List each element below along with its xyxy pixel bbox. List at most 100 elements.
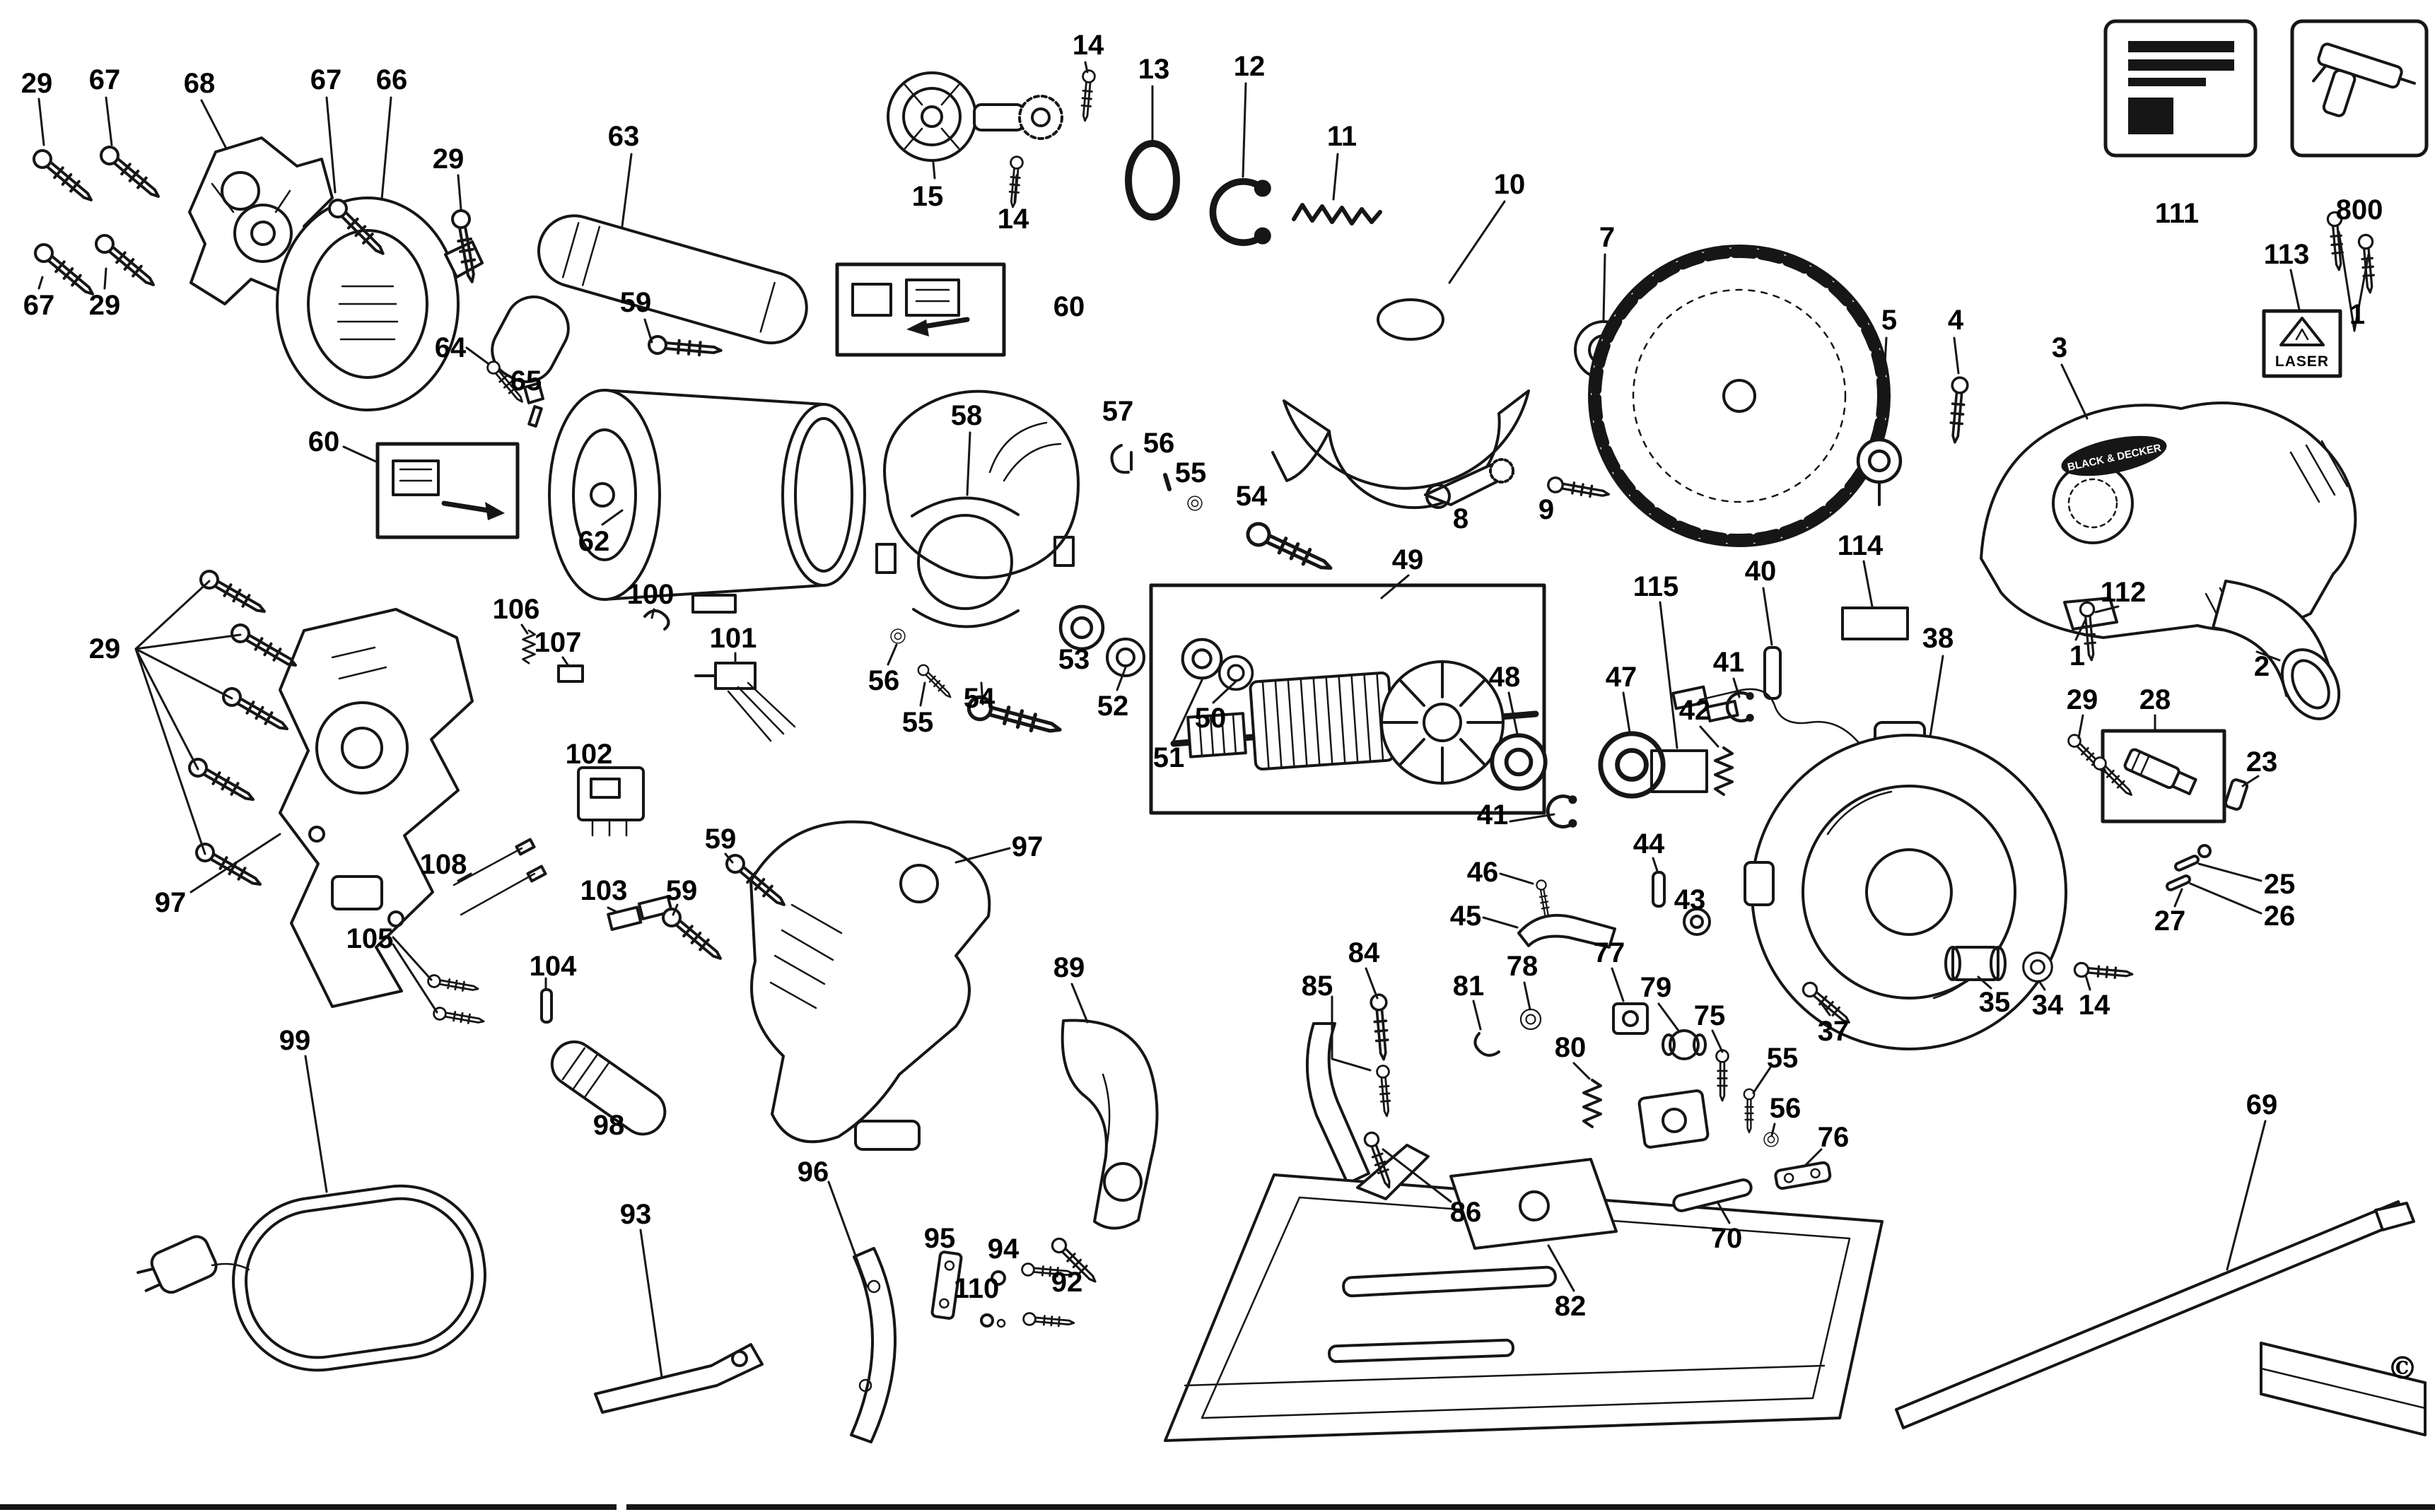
part-number-label-65: 65 <box>510 365 542 397</box>
guard-cover-illustration <box>276 197 484 411</box>
part-number-label-41: 41 <box>1476 799 1509 831</box>
handle-tube-illustration <box>491 214 808 384</box>
part-number-label-55: 55 <box>1766 1043 1799 1074</box>
part-number-label-60: 60 <box>1053 291 1085 322</box>
part-number-label-26: 26 <box>2263 901 2296 932</box>
part-number-label-7: 7 <box>1599 222 1616 253</box>
bottom-rule-right <box>626 1504 2435 1510</box>
part-number-label-102: 102 <box>565 739 613 770</box>
gear-assembly-illustration <box>887 71 1063 162</box>
inset-box-111 <box>2103 19 2258 158</box>
part-number-label-43: 43 <box>1674 884 1706 915</box>
left-clamshell-illustration <box>279 608 474 1008</box>
part-number-label-92: 92 <box>1051 1267 1083 1298</box>
part-number-label-67: 67 <box>23 290 55 321</box>
part-number-label-97: 97 <box>1011 831 1044 862</box>
part-number-label-4: 4 <box>1947 305 1964 336</box>
part-number-label-38: 38 <box>1922 623 1954 654</box>
part-number-label-59: 59 <box>619 287 652 318</box>
part-number-label-47: 47 <box>1605 662 1637 693</box>
rear-bearing-illustration <box>1601 734 1663 796</box>
wrench-illustration <box>594 1343 764 1414</box>
part-number-label-3: 3 <box>2051 332 2068 363</box>
part-number-label-111: 111 <box>2154 198 2200 229</box>
part-number-label-80: 80 <box>1554 1032 1587 1063</box>
part-number-label-67: 67 <box>310 64 342 95</box>
copyright-symbol: © <box>2387 1350 2418 1387</box>
part-number-label-106: 106 <box>492 594 540 625</box>
part-number-label-57: 57 <box>1102 396 1134 427</box>
part-number-label-11: 11 <box>1326 121 1357 152</box>
part-number-label-12: 12 <box>1233 51 1266 82</box>
part-number-label-85: 85 <box>1301 971 1333 1002</box>
laser-warning-text: LASER <box>2275 353 2330 370</box>
part-number-label-55: 55 <box>1174 457 1207 488</box>
part-number-label-1: 1 <box>2069 640 2086 672</box>
part-number-label-99: 99 <box>279 1025 311 1056</box>
upper-housing-illustration: BLACK & DECKER <box>1980 402 2357 639</box>
part-number-label-76: 76 <box>1817 1122 1850 1153</box>
part-number-label-97: 97 <box>154 887 187 918</box>
part-number-label-82: 82 <box>1554 1291 1587 1322</box>
ref-rect-115 <box>1650 749 1708 793</box>
laser-module-illustration <box>2101 729 2249 891</box>
part-number-label-58: 58 <box>950 400 983 431</box>
lever-parts-illustration <box>1517 871 1711 949</box>
part-number-label-79: 79 <box>1640 972 1672 1003</box>
leader-lines <box>37 61 2370 1378</box>
bottom-rule-left <box>0 1504 617 1510</box>
ring-illustration <box>1125 140 1180 221</box>
part-number-label-54: 54 <box>1235 481 1268 512</box>
stator-illustration <box>875 389 1080 628</box>
dust-elbow-illustration <box>2212 580 2341 720</box>
part-number-label-14: 14 <box>997 204 1029 235</box>
part-number-label-95: 95 <box>923 1223 956 1254</box>
part-number-label-56: 56 <box>1143 428 1175 459</box>
part-number-label-41: 41 <box>1712 647 1745 678</box>
part-number-label-68: 68 <box>183 68 216 99</box>
quadrant-illustration <box>850 1247 1006 1443</box>
part-number-label-69: 69 <box>2246 1089 2278 1120</box>
part-number-label-59: 59 <box>665 875 698 906</box>
part-number-label-60: 60 <box>308 426 340 457</box>
part-number-label-35: 35 <box>1978 987 2011 1018</box>
part-number-label-44: 44 <box>1633 828 1665 860</box>
circlip-illustration <box>1213 182 1268 242</box>
part-number-label-14: 14 <box>1072 30 1104 61</box>
part-number-label-81: 81 <box>1452 971 1485 1002</box>
part-number-label-64: 64 <box>434 332 467 363</box>
part-number-label-113: 113 <box>2263 239 2310 270</box>
part-number-label-103: 103 <box>580 875 628 906</box>
part-number-label-28: 28 <box>2139 684 2171 715</box>
part-number-label-34: 34 <box>2031 990 2064 1021</box>
part-number-label-29: 29 <box>2066 684 2098 715</box>
motor-housing-illustration <box>548 389 866 614</box>
switch-box-right <box>835 262 1006 357</box>
part-number-label-2: 2 <box>2253 651 2270 682</box>
part-number-label-53: 53 <box>1058 644 1090 675</box>
part-number-label-63: 63 <box>607 121 640 152</box>
part-number-label-10: 10 <box>1493 169 1526 200</box>
part-number-label-55: 55 <box>901 707 934 738</box>
part-number-label-52: 52 <box>1097 691 1129 722</box>
part-number-label-78: 78 <box>1506 951 1538 982</box>
armature-box-illustration <box>1061 583 1546 815</box>
part-number-label-13: 13 <box>1138 54 1170 85</box>
ref-rect-114 <box>1841 606 1909 640</box>
part-number-label-66: 66 <box>375 64 408 95</box>
pin-clip-spring-illustration <box>1548 646 1782 827</box>
part-number-label-45: 45 <box>1449 901 1482 932</box>
laser-warning-box <box>2262 309 2342 378</box>
part-number-label-48: 48 <box>1488 662 1521 693</box>
part-number-label-62: 62 <box>578 526 610 557</box>
part-number-label-59: 59 <box>704 824 737 855</box>
part-number-label-49: 49 <box>1391 544 1424 575</box>
part-number-label-23: 23 <box>2246 746 2278 778</box>
part-number-label-56: 56 <box>1769 1093 1802 1124</box>
part-number-label-104: 104 <box>529 951 577 982</box>
part-number-label-84: 84 <box>1348 937 1380 968</box>
part-number-label-108: 108 <box>419 849 467 880</box>
part-number-label-800: 800 <box>2335 194 2383 225</box>
